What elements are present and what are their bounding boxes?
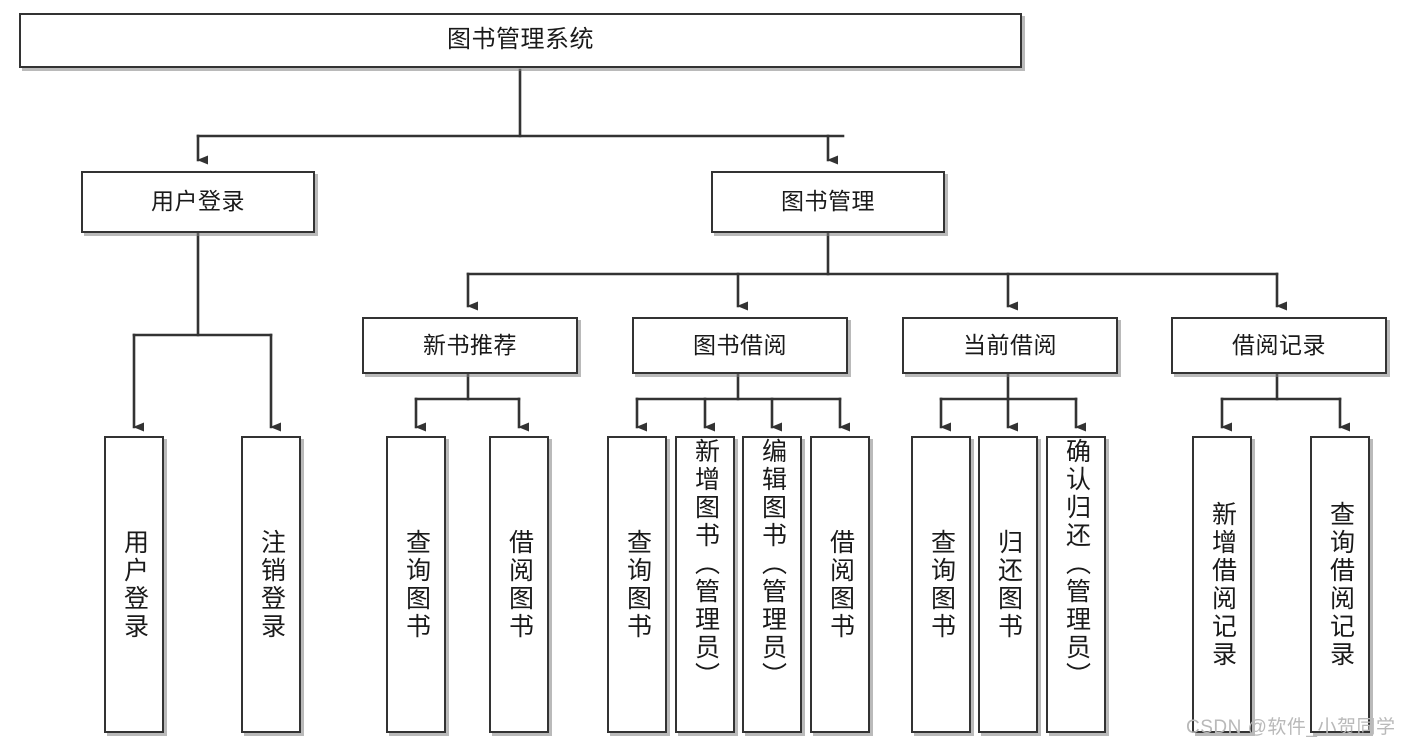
node-label: 借阅图书 <box>505 528 534 641</box>
node-label: 查询图书 <box>927 528 956 641</box>
node-root-book-management-system[interactable]: 图书管理系统 <box>19 13 1022 68</box>
node-leaf-borrow-book[interactable]: 借阅图书 <box>810 436 870 733</box>
node-label: 查询图书 <box>402 528 431 641</box>
node-label: 图书管理 <box>781 188 875 215</box>
csdn-watermark: CSDN @软件_小贺同学 <box>1186 717 1396 738</box>
node-label: 用户登录 <box>120 528 149 641</box>
node-leaf-logout[interactable]: 注销登录 <box>241 436 301 733</box>
node-leaf-query-book-current[interactable]: 查询图书 <box>911 436 971 733</box>
node-leaf-query-borrow-record[interactable]: 查询借阅记录 <box>1310 436 1370 733</box>
node-label: 编辑图书（管理员） <box>758 438 787 690</box>
node-leaf-user-login[interactable]: 用户登录 <box>104 436 164 733</box>
node-label: 归还图书 <box>994 528 1023 641</box>
node-label: 新书推荐 <box>423 331 517 358</box>
node-borrow-records[interactable]: 借阅记录 <box>1171 317 1387 374</box>
node-new-book-recommend[interactable]: 新书推荐 <box>362 317 578 374</box>
node-label: 查询图书 <box>623 528 652 641</box>
node-label: 图书管理系统 <box>447 26 594 54</box>
node-leaf-edit-book-admin[interactable]: 编辑图书（管理员） <box>742 436 802 733</box>
node-leaf-query-book-borrow[interactable]: 查询图书 <box>607 436 667 733</box>
node-label: 注销登录 <box>257 528 286 641</box>
node-label: 图书借阅 <box>693 331 787 358</box>
node-leaf-add-borrow-record[interactable]: 新增借阅记录 <box>1192 436 1252 733</box>
node-leaf-return-book[interactable]: 归还图书 <box>978 436 1038 733</box>
node-label: 当前借阅 <box>963 331 1057 358</box>
node-book-borrow[interactable]: 图书借阅 <box>632 317 848 374</box>
node-label: 新增借阅记录 <box>1208 500 1237 669</box>
node-label: 借阅图书 <box>826 528 855 641</box>
node-leaf-query-book-recommend[interactable]: 查询图书 <box>386 436 446 733</box>
node-label: 确认归还（管理员） <box>1062 438 1091 690</box>
node-label: 借阅记录 <box>1232 331 1326 358</box>
node-label: 查询借阅记录 <box>1326 500 1355 669</box>
node-current-borrow[interactable]: 当前借阅 <box>902 317 1118 374</box>
node-user-login[interactable]: 用户登录 <box>81 171 315 233</box>
node-label: 用户登录 <box>151 188 245 215</box>
node-leaf-borrow-book-recommend[interactable]: 借阅图书 <box>489 436 549 733</box>
node-label: 新增图书（管理员） <box>691 438 720 690</box>
node-leaf-confirm-return-admin[interactable]: 确认归还（管理员） <box>1046 436 1106 733</box>
node-leaf-add-book-admin[interactable]: 新增图书（管理员） <box>675 436 735 733</box>
node-book-management[interactable]: 图书管理 <box>711 171 945 233</box>
